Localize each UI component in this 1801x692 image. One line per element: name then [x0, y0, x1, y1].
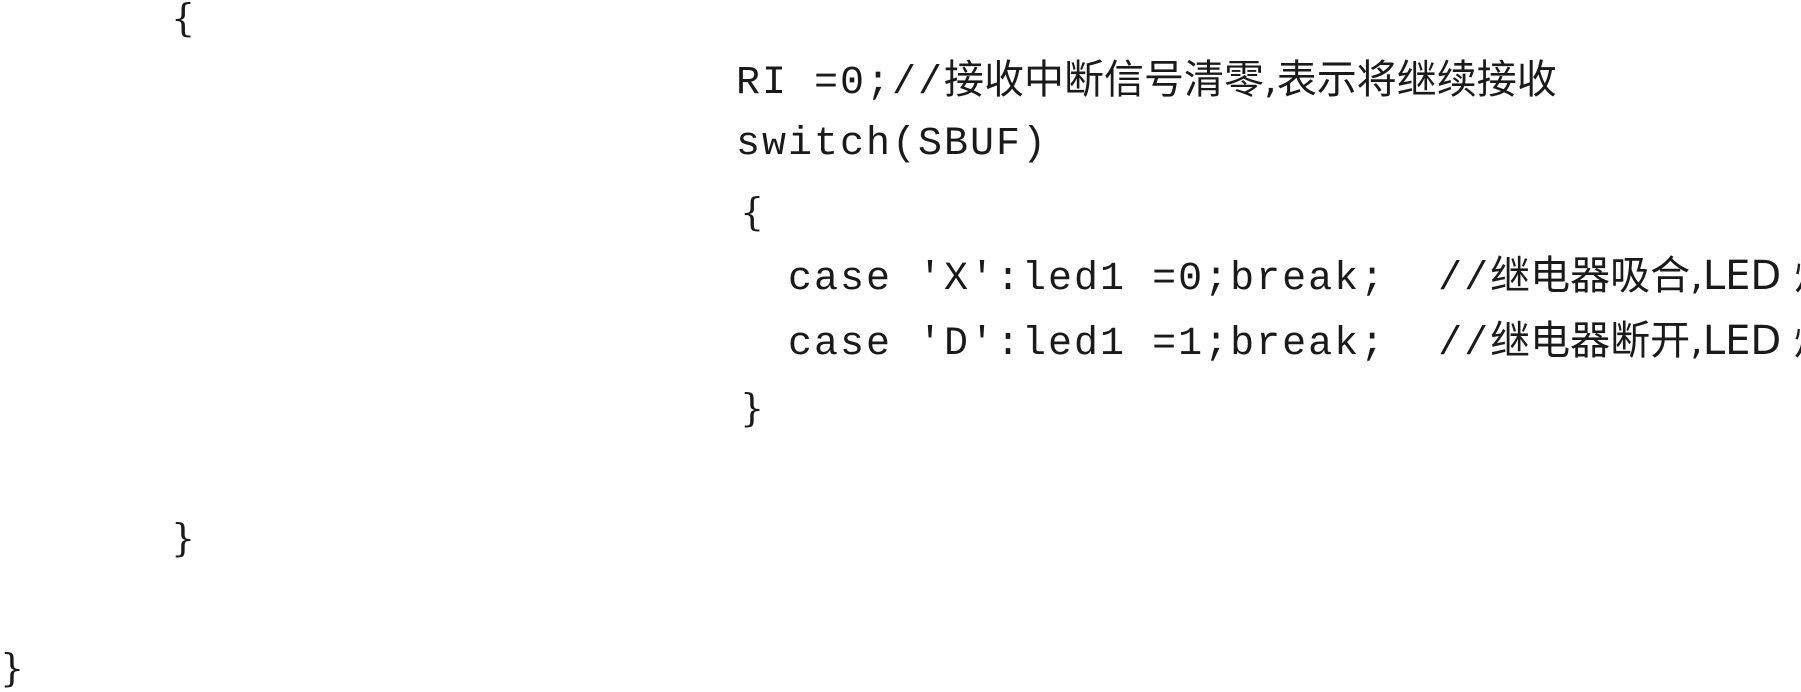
switch-open-brace: {	[740, 190, 765, 234]
switch-line: switch(SBUF)	[736, 122, 1049, 167]
case-d-line: case 'D':led1 =1;break; //继电器断开,LED 熄灭	[736, 317, 1801, 369]
case-x-line: case 'X':led1 =0;break; //继电器吸合,LED 灯亮	[736, 252, 1801, 304]
case-d-statement: case 'D':led1 =1;break; //	[736, 322, 1491, 367]
outer-close-brace: }	[0, 646, 25, 690]
outer-open-brace: {	[171, 0, 196, 40]
ri-statement: RI =0;//	[736, 61, 945, 106]
switch-close-brace: }	[740, 386, 765, 430]
ri-clear-line: RI =0;//接收中断信号清零,表示将继续接收	[736, 56, 1557, 108]
inner-close-brace: }	[171, 516, 196, 560]
case-d-comment: 继电器断开,LED 熄灭	[1490, 318, 1801, 364]
case-x-statement: case 'X':led1 =0;break; //	[736, 257, 1491, 302]
case-x-comment: 继电器吸合,LED 灯亮	[1490, 253, 1801, 299]
ri-comment: 接收中断信号清零,表示将继续接收	[944, 57, 1557, 103]
